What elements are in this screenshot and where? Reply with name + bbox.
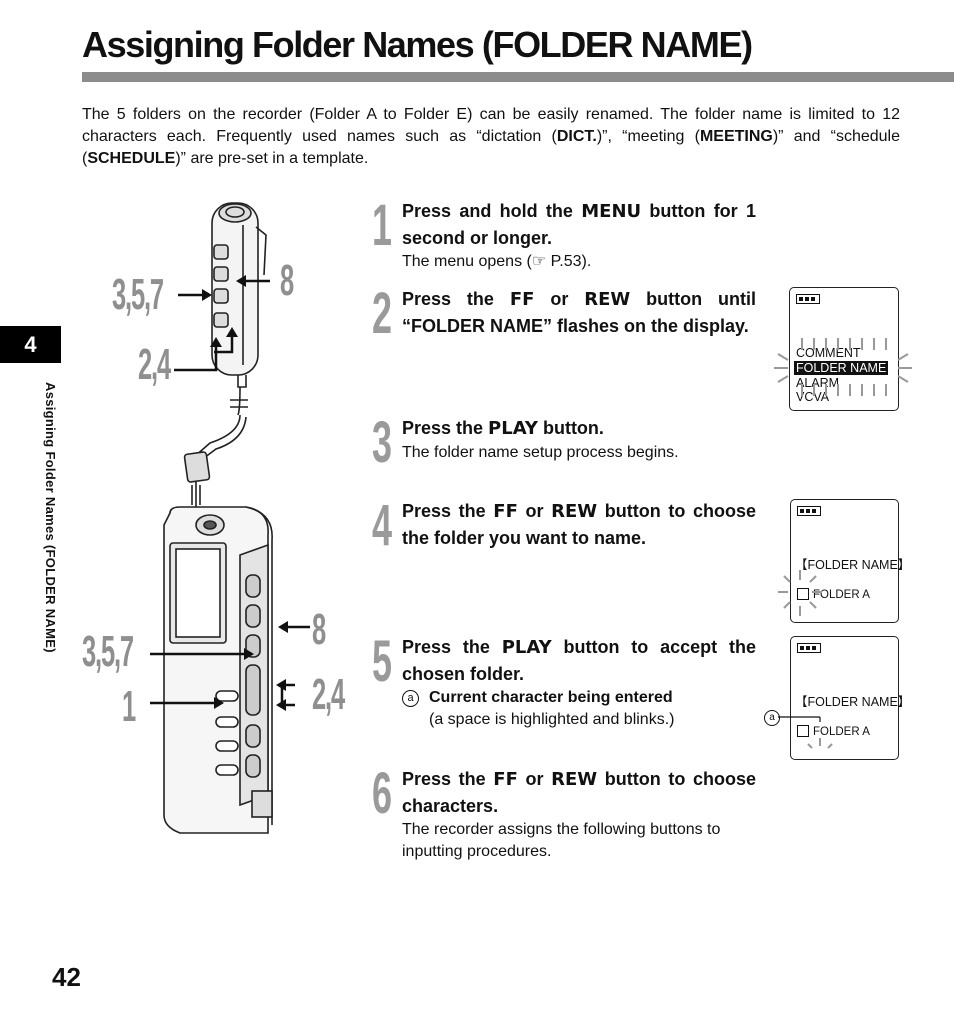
step-number: 5 bbox=[372, 629, 393, 694]
chapter-tab: 4 bbox=[0, 326, 61, 363]
lcd-folder-select-display: 【FOLDER NAME】 FOLDER A bbox=[790, 499, 910, 623]
flash-rays-icon bbox=[774, 338, 912, 396]
lcd-menu-display: COMMENT FOLDER NAME ALARM VCVA bbox=[789, 287, 899, 411]
intro-paragraph: The 5 folders on the recorder (Folder A … bbox=[82, 106, 901, 167]
callout-arrows bbox=[150, 275, 310, 711]
callout-8-bottom: 8 bbox=[312, 605, 326, 654]
chapter-side-label: Assigning Folder Names (FOLDER NAME) bbox=[43, 382, 58, 653]
lcd-heading: 【FOLDER NAME】 bbox=[795, 695, 911, 709]
lcd-heading: 【FOLDER NAME】 bbox=[795, 558, 911, 572]
step-instruction: Press the PLAY button. bbox=[402, 418, 604, 439]
step-note: The recorder assigns the following butto… bbox=[402, 821, 721, 860]
step-number: 4 bbox=[372, 493, 393, 558]
title-rule bbox=[82, 72, 954, 82]
lcd-item: ALARM bbox=[796, 376, 840, 390]
lcd-character-entry-display: 【FOLDER NAME】 FOLDER A bbox=[790, 636, 910, 760]
marker-a: a bbox=[402, 690, 419, 707]
battery-icon bbox=[797, 506, 821, 516]
callout-2-4-bottom: 2,4 bbox=[312, 670, 345, 719]
step-instruction: Press the FF or REW button to choose the… bbox=[402, 501, 756, 548]
marker-a: a bbox=[764, 710, 780, 726]
lcd-folder: FOLDER A bbox=[813, 726, 870, 738]
step-note: The folder name setup process begins. bbox=[402, 444, 679, 461]
step-number: 1 bbox=[372, 193, 393, 258]
step-number: 2 bbox=[372, 281, 393, 346]
step-number: 3 bbox=[372, 410, 393, 475]
step-instruction: Press the FF or REW button until “FOLDER… bbox=[402, 289, 756, 336]
recorder-illustration bbox=[150, 202, 310, 834]
lcd-item: COMMENT bbox=[796, 346, 861, 360]
remote-microphone bbox=[211, 202, 267, 388]
step-instruction: Press and hold the MENU button for 1 sec… bbox=[402, 201, 756, 248]
recorder-body bbox=[163, 506, 273, 834]
callout-3-5-7-bottom: 3,5,7 bbox=[82, 627, 134, 676]
callout-3-5-7-top: 3,5,7 bbox=[112, 270, 164, 319]
callout-8-top: 8 bbox=[280, 256, 294, 305]
page-title: Assigning Folder Names (FOLDER NAME) bbox=[82, 24, 753, 65]
step-number: 6 bbox=[372, 761, 393, 826]
step-instruction: Press the PLAY button to accept the chos… bbox=[402, 637, 756, 684]
callout-2-4-top: 2,4 bbox=[138, 340, 171, 389]
step-note: The menu opens (☞ P.53). bbox=[402, 253, 592, 270]
folder-icon bbox=[797, 588, 809, 600]
lcd-item-highlighted: FOLDER NAME bbox=[794, 361, 889, 375]
battery-icon bbox=[797, 643, 821, 653]
battery-icon bbox=[796, 294, 820, 304]
step-instruction: Press the FF or REW button to choose cha… bbox=[402, 769, 756, 816]
flash-rays-icon bbox=[778, 570, 822, 616]
step-sub-note: (a space is highlighted and blinks.) bbox=[429, 711, 675, 728]
lcd-folder: FOLDER A bbox=[813, 589, 870, 601]
cable bbox=[183, 386, 248, 507]
page-number: 42 bbox=[52, 962, 81, 992]
callout-1-bottom: 1 bbox=[122, 682, 136, 731]
cursor-pointer-line bbox=[778, 716, 833, 749]
lcd-item: VCVA bbox=[796, 390, 830, 404]
folder-icon bbox=[797, 725, 809, 737]
